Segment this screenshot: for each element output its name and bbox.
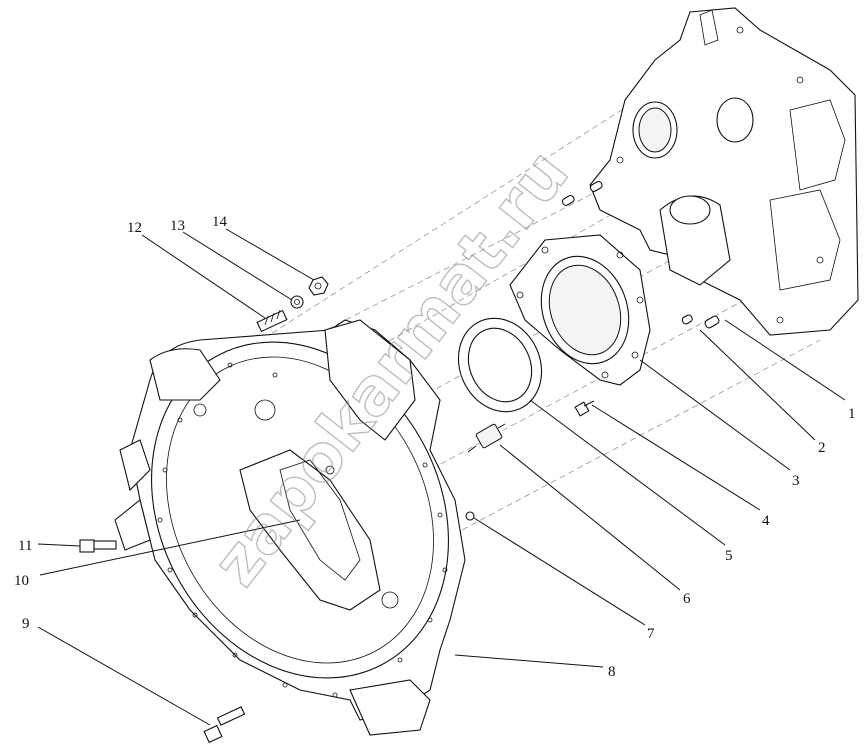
plug-sensor <box>467 423 506 453</box>
nut-14 <box>308 276 329 296</box>
callout-7: 7 <box>647 626 655 642</box>
callout-8: 8 <box>608 664 616 680</box>
washer-13 <box>290 295 304 309</box>
callout-14: 14 <box>212 214 228 230</box>
callout-11: 11 <box>18 538 32 554</box>
callout-labels: 1 2 3 4 5 6 7 8 9 10 11 12 13 14 <box>14 214 856 680</box>
small-bolt-4 <box>574 400 595 417</box>
callout-13: 13 <box>170 218 185 234</box>
callout-10: 10 <box>14 573 29 589</box>
callout-9: 9 <box>22 616 30 632</box>
callout-12: 12 <box>127 220 142 236</box>
engine-block <box>589 7 859 336</box>
callout-6: 6 <box>683 591 691 607</box>
seal-housing <box>509 234 651 386</box>
housing-bolt-holes <box>157 362 448 698</box>
small-screw-7 <box>465 511 475 521</box>
callout-3: 3 <box>792 473 800 489</box>
callout-2: 2 <box>818 440 826 456</box>
flywheel-housing <box>114 319 466 736</box>
callout-5: 5 <box>725 548 733 564</box>
oil-seal-ring <box>457 317 543 413</box>
side-bolt-11 <box>79 539 117 553</box>
leader-lines <box>37 228 846 726</box>
stud-12 <box>256 309 288 333</box>
callout-1: 1 <box>848 406 856 422</box>
dowel-pins <box>561 180 720 329</box>
callout-4: 4 <box>762 513 770 529</box>
long-bolt-9 <box>203 706 246 744</box>
